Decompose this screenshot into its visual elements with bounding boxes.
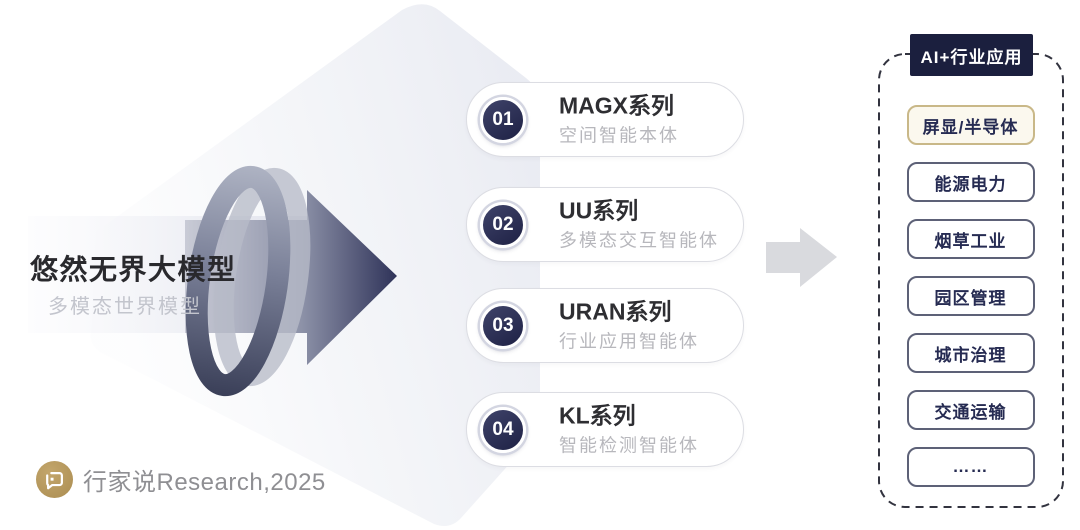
3d-ring-icon <box>185 165 311 397</box>
series-card-text: UU系列 多模态交互智能体 <box>559 197 719 252</box>
applications-header-badge: AI+行业应用 <box>910 34 1033 76</box>
series-number-badge: 01 <box>480 96 526 143</box>
source-attribution: 行家说Research,2025 <box>36 461 326 498</box>
series-card-uran: 03 URAN系列 行业应用智能体 <box>466 288 744 363</box>
applications-dashed-border <box>878 53 1064 508</box>
application-item-tobacco-industry: 烟草工业 <box>906 219 1035 259</box>
series-number-badge: 02 <box>480 201 526 248</box>
series-card-kl: 04 KL系列 智能检测智能体 <box>466 392 744 467</box>
model-subtitle: 多模态世界模型 <box>48 296 202 318</box>
series-description: 智能检测智能体 <box>559 435 699 456</box>
application-item-city-governance: 城市治理 <box>906 333 1035 373</box>
source-text: 行家说Research,2025 <box>83 469 326 496</box>
series-card-text: KL系列 智能检测智能体 <box>559 402 699 457</box>
series-name: URAN系列 <box>559 297 672 324</box>
application-item-park-management: 园区管理 <box>906 276 1035 316</box>
brand-logo <box>36 461 73 498</box>
chat-bubble-icon <box>45 471 63 489</box>
series-card-text: MAGX系列 空间智能本体 <box>559 92 679 147</box>
application-item-display-semiconductor: 屏显/半导体 <box>906 105 1035 145</box>
series-description: 行业应用智能体 <box>559 331 699 352</box>
series-number-badge: 04 <box>480 406 526 453</box>
series-name: MAGX系列 <box>559 91 674 118</box>
series-name: UU系列 <box>559 196 639 223</box>
series-description: 多模态交互智能体 <box>559 230 719 251</box>
flow-right-arrow-icon <box>766 228 837 287</box>
series-card-uu: 02 UU系列 多模态交互智能体 <box>466 187 744 262</box>
series-card-text: URAN系列 行业应用智能体 <box>559 298 699 353</box>
series-name: KL系列 <box>559 401 636 428</box>
application-item-transportation: 交通运输 <box>906 390 1035 430</box>
model-title: 悠然无界大模型 <box>30 254 237 285</box>
series-card-magx: 01 MAGX系列 空间智能本体 <box>466 82 744 157</box>
applications-panel: 屏显/半导体 能源电力 烟草工业 园区管理 城市治理 交通运输 …… <box>878 53 1063 508</box>
application-item-ellipsis: …… <box>906 447 1035 487</box>
series-description: 空间智能本体 <box>559 125 679 146</box>
series-number-badge: 03 <box>480 302 526 349</box>
application-item-energy-power: 能源电力 <box>906 162 1035 202</box>
